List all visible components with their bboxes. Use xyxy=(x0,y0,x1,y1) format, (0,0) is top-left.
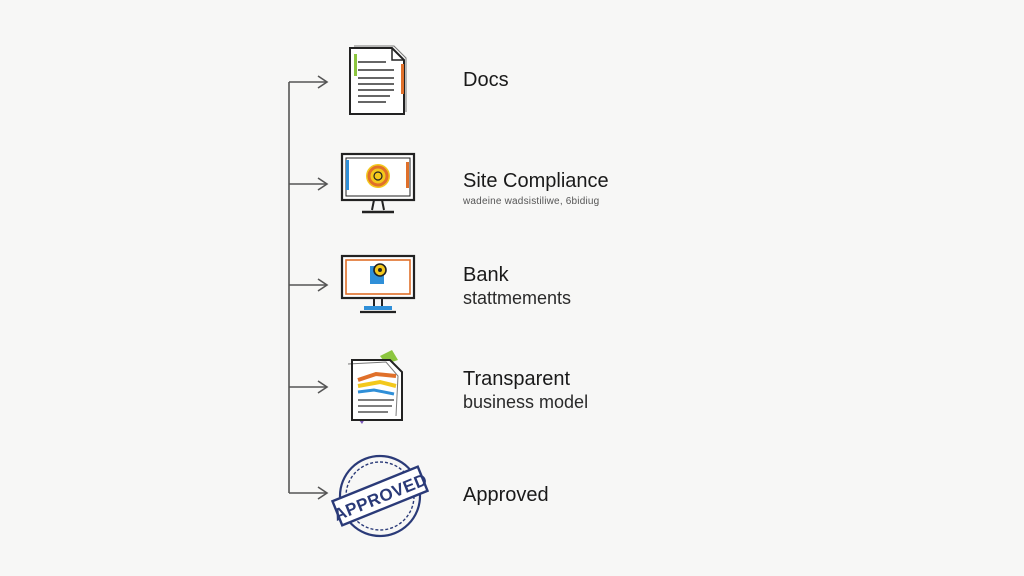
arrow-approved xyxy=(289,486,329,500)
label-approved-title: Approved xyxy=(463,484,549,506)
document-icon xyxy=(349,45,407,115)
approved-stamp-icon: APPROVED xyxy=(331,454,430,538)
label-transparent-title: Transparent xyxy=(463,368,571,390)
label-transparent: Transparent business model xyxy=(463,368,588,413)
label-bank: Bank stattmements xyxy=(463,264,571,309)
label-site-title: Site Compliance xyxy=(463,170,609,192)
label-site-note: wadeine wadsistiliwe, 6bidiug xyxy=(463,196,600,207)
monitor-bank-icon xyxy=(340,254,416,314)
label-bank-subtitle: stattmements xyxy=(463,288,572,308)
label-docs-title: Docs xyxy=(463,69,509,91)
label-bank-title: Bank xyxy=(463,264,509,286)
label-site-compliance: Site Compliance wadeine wadsistiliwe, 6b… xyxy=(463,170,609,209)
arrow-site-compliance xyxy=(289,177,329,191)
label-approved: Approved xyxy=(463,484,549,507)
arrow-transparent xyxy=(289,380,329,394)
arrow-bank xyxy=(289,278,329,292)
label-transparent-subtitle: business model xyxy=(463,392,589,412)
monitor-compliance-icon xyxy=(340,152,416,214)
label-docs: Docs xyxy=(463,69,509,92)
document-chart-icon xyxy=(347,350,403,424)
arrow-docs xyxy=(289,75,329,89)
